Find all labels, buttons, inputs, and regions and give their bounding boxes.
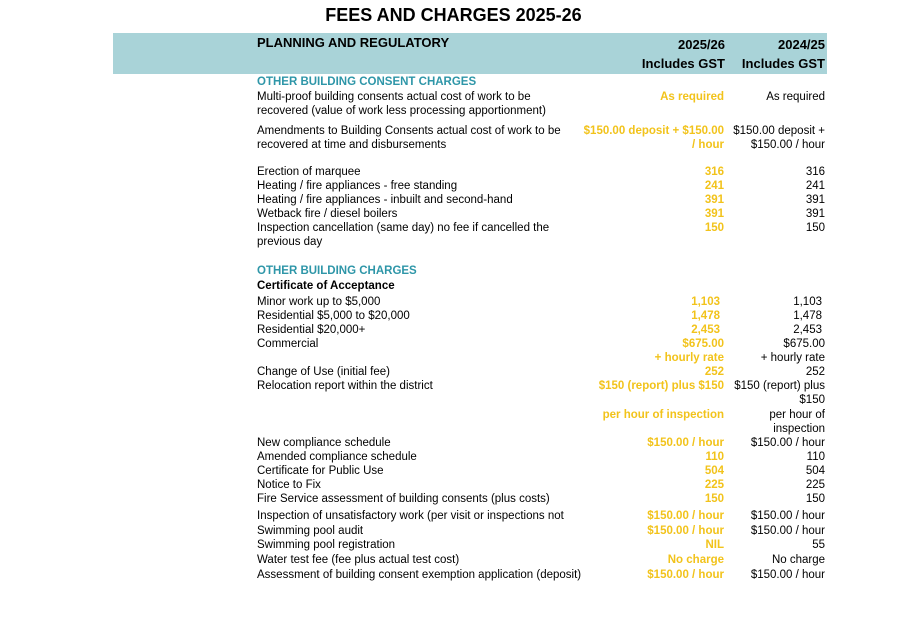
fee-2025-26: 225 xyxy=(704,479,724,491)
fee-2024-25: per hour of inspection xyxy=(769,409,825,435)
row-description: Notice to Fix xyxy=(257,479,321,491)
row-description: Swimming pool registration xyxy=(257,539,396,551)
fee-2024-25: 391 xyxy=(805,208,825,220)
row-description: Swimming pool audit xyxy=(257,525,364,537)
fee-2024-25: 55 xyxy=(812,539,825,551)
fee-2025-26: $150.00 / hour xyxy=(647,525,724,537)
fee-2024-25: $150.00 deposit + $150.00 / hour xyxy=(733,125,825,151)
fee-2025-26: As required xyxy=(660,91,724,103)
section-title: PLANNING AND REGULATORY xyxy=(257,35,450,50)
fee-2025-26: 150 xyxy=(704,493,724,505)
fee-2024-25: 1,103 xyxy=(793,296,822,308)
fee-2024-25: 252 xyxy=(805,366,825,378)
row-description: Amended compliance schedule xyxy=(257,451,417,463)
row-description: New compliance schedule xyxy=(257,437,391,449)
row-description: Multi-proof building consents actual cos… xyxy=(257,91,546,117)
row-description: Fire Service assessment of building cons… xyxy=(257,493,550,505)
row-description: Inspection cancellation (same day) no fe… xyxy=(257,222,550,248)
fee-2025-26: 391 xyxy=(704,194,724,206)
row-description: Change of Use (initial fee) xyxy=(257,366,390,378)
fee-2025-26: + hourly rate xyxy=(654,352,724,364)
fee-2025-26: 252 xyxy=(704,366,724,378)
fee-2025-26: 504 xyxy=(704,465,724,477)
fee-2025-26: 316 xyxy=(704,166,724,178)
fee-2025-26: $150.00 deposit + $150.00 / hour xyxy=(583,125,724,151)
fee-2024-25: $150.00 / hour xyxy=(750,569,825,581)
column-header-2025-26-year: 2025/26 xyxy=(678,37,725,52)
fee-2025-26: per hour of inspection xyxy=(602,409,724,421)
column-header-2025-26-gst: Includes GST xyxy=(641,56,725,71)
fee-2024-25: + hourly rate xyxy=(760,352,825,364)
fee-2025-26: 391 xyxy=(704,208,724,220)
fee-2025-26: No charge xyxy=(667,554,724,566)
fee-2024-25: $150.00 / hour xyxy=(750,525,825,537)
fee-2024-25: $150.00 / hour xyxy=(750,510,825,522)
fee-2024-25: $150.00 / hour xyxy=(750,437,825,449)
subheading-other-building-charges: OTHER BUILDING CHARGES xyxy=(257,265,417,277)
column-header-2024-25-year: 2024/25 xyxy=(778,37,825,52)
fee-2024-25: $150 (report) plus $150 xyxy=(734,380,825,406)
subheading-certificate-of-acceptance: Certificate of Acceptance xyxy=(257,280,395,292)
fee-2025-26: 1,103 xyxy=(691,296,720,308)
row-description: Residential $20,000+ xyxy=(257,324,366,336)
fee-2024-25: No charge xyxy=(771,554,825,566)
row-description: Erection of marquee xyxy=(257,166,361,178)
fee-2024-25: 110 xyxy=(806,451,825,463)
row-description: Commercial xyxy=(257,338,319,350)
fee-2025-26: 110 xyxy=(705,451,724,463)
column-header-2025-26: 2025/26 Includes GST xyxy=(642,35,725,73)
fee-2024-25: 2,453 xyxy=(793,324,822,336)
table-header: PLANNING AND REGULATORY 2025/26 Includes… xyxy=(113,33,827,74)
column-header-2024-25: 2024/25 Includes GST xyxy=(742,35,825,73)
row-description: Wetback fire / diesel boilers xyxy=(257,208,398,220)
fee-2024-25: $675.00 xyxy=(783,338,825,350)
row-description: Inspection of unsatisfactory work (per v… xyxy=(257,510,564,522)
fee-2025-26: 1,478 xyxy=(691,310,720,322)
fee-2024-25: 1,478 xyxy=(793,310,822,322)
fee-2024-25: 391 xyxy=(805,194,825,206)
row-description: Relocation report within the district xyxy=(257,380,433,392)
fee-2025-26: 150 xyxy=(704,222,724,234)
fee-2024-25: 150 xyxy=(805,222,825,234)
fee-2025-26: $150.00 / hour xyxy=(647,510,724,522)
row-description: Minor work up to $5,000 xyxy=(257,296,381,308)
fee-2025-26: $675.00 xyxy=(682,338,724,350)
row-description: Amendments to Building Consents actual c… xyxy=(257,125,561,151)
row-description: Certificate for Public Use xyxy=(257,465,384,477)
fee-2025-26: NIL xyxy=(705,539,724,551)
fee-2024-25: 225 xyxy=(805,479,825,491)
row-description: Heating / fire appliances - inbuilt and … xyxy=(257,194,513,206)
fee-2025-26: $150.00 / hour xyxy=(647,569,724,581)
page-title: FEES AND CHARGES 2025-26 xyxy=(325,5,582,25)
subheading-other-building-consent-charges: OTHER BUILDING CONSENT CHARGES xyxy=(257,76,477,88)
fee-2024-25: 316 xyxy=(805,166,825,178)
fee-2025-26: $150 (report) plus $150 xyxy=(598,380,724,392)
row-description: Water test fee (fee plus actual test cos… xyxy=(257,554,460,566)
fee-2024-25: 504 xyxy=(805,465,825,477)
column-header-2024-25-gst: Includes GST xyxy=(741,56,825,71)
row-description: Assessment of building consent exemption… xyxy=(257,569,582,581)
fee-2025-26: $150.00 / hour xyxy=(647,437,724,449)
fee-2025-26: 2,453 xyxy=(691,324,720,336)
row-description: Heating / fire appliances - free standin… xyxy=(257,180,458,192)
fee-2024-25: As required xyxy=(766,91,825,103)
fee-2025-26: 241 xyxy=(704,180,724,192)
fee-2024-25: 241 xyxy=(805,180,825,192)
row-description: Residential $5,000 to $20,000 xyxy=(257,310,410,322)
fee-2024-25: 150 xyxy=(805,493,825,505)
